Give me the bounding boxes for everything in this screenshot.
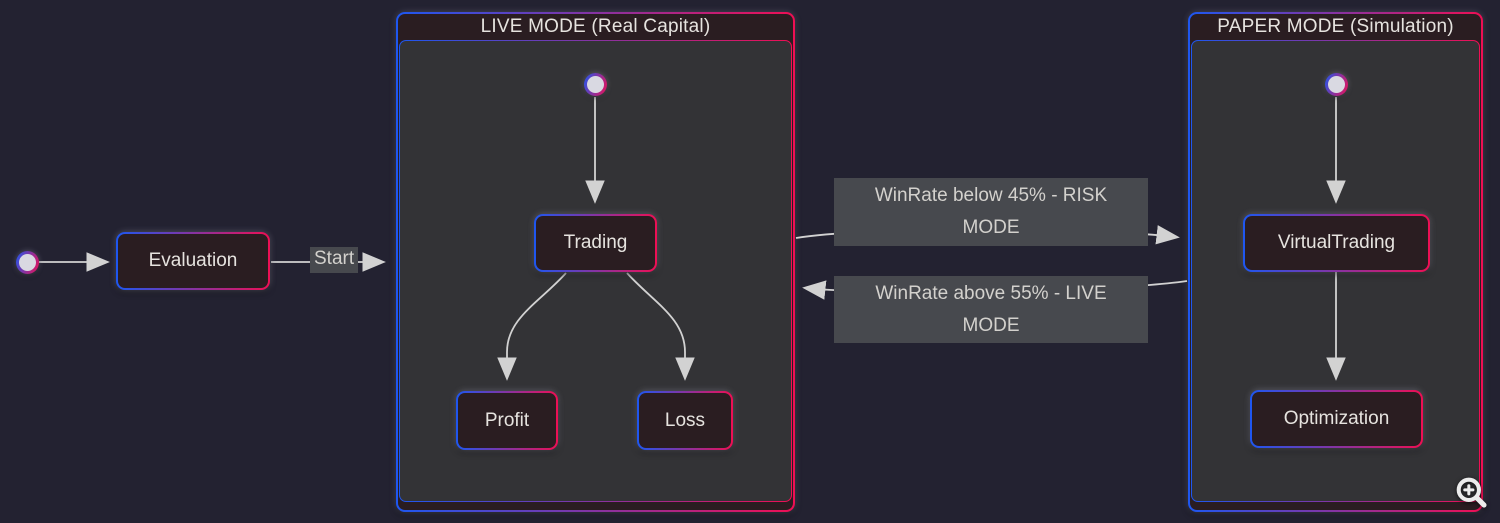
zoom-in-icon: [1456, 477, 1487, 508]
edge-label-winrate-above: WinRate above 55% - LIVE MODE: [834, 276, 1148, 343]
composite-title-paper-mode: PAPER MODE (Simulation): [1217, 16, 1454, 37]
state-label-optimization: Optimization: [1283, 408, 1390, 429]
edge-label-winrate-above-text: WinRate above 55% - LIVE MODE: [875, 282, 1107, 336]
state-node-evaluation: Evaluation: [116, 232, 270, 290]
initial-state-marker: [16, 251, 39, 274]
state-label-trading: Trading: [563, 232, 628, 253]
state-label-loss: Loss: [664, 409, 706, 431]
composite-title-live-mode: LIVE MODE (Real Capital): [480, 16, 711, 37]
state-node-trading: Trading: [534, 214, 657, 272]
state-node-virtual-trading: VirtualTrading: [1243, 214, 1430, 272]
state-node-loss: Loss: [637, 391, 733, 450]
edge-label-winrate-below: WinRate below 45% - RISK MODE: [834, 178, 1148, 246]
live-initial-state-marker: [584, 73, 607, 96]
state-label-profit: Profit: [484, 409, 530, 431]
edge-label-start: Start: [310, 247, 359, 273]
state-label-virtual-trading: VirtualTrading: [1277, 232, 1396, 253]
state-node-optimization: Optimization: [1250, 390, 1423, 448]
state-node-profit: Profit: [456, 391, 558, 450]
edge-label-winrate-below-text: WinRate below 45% - RISK MODE: [874, 185, 1108, 238]
paper-initial-state-marker: [1325, 73, 1348, 96]
zoom-in-button[interactable]: [1452, 474, 1492, 514]
state-label-evaluation: Evaluation: [148, 250, 238, 271]
